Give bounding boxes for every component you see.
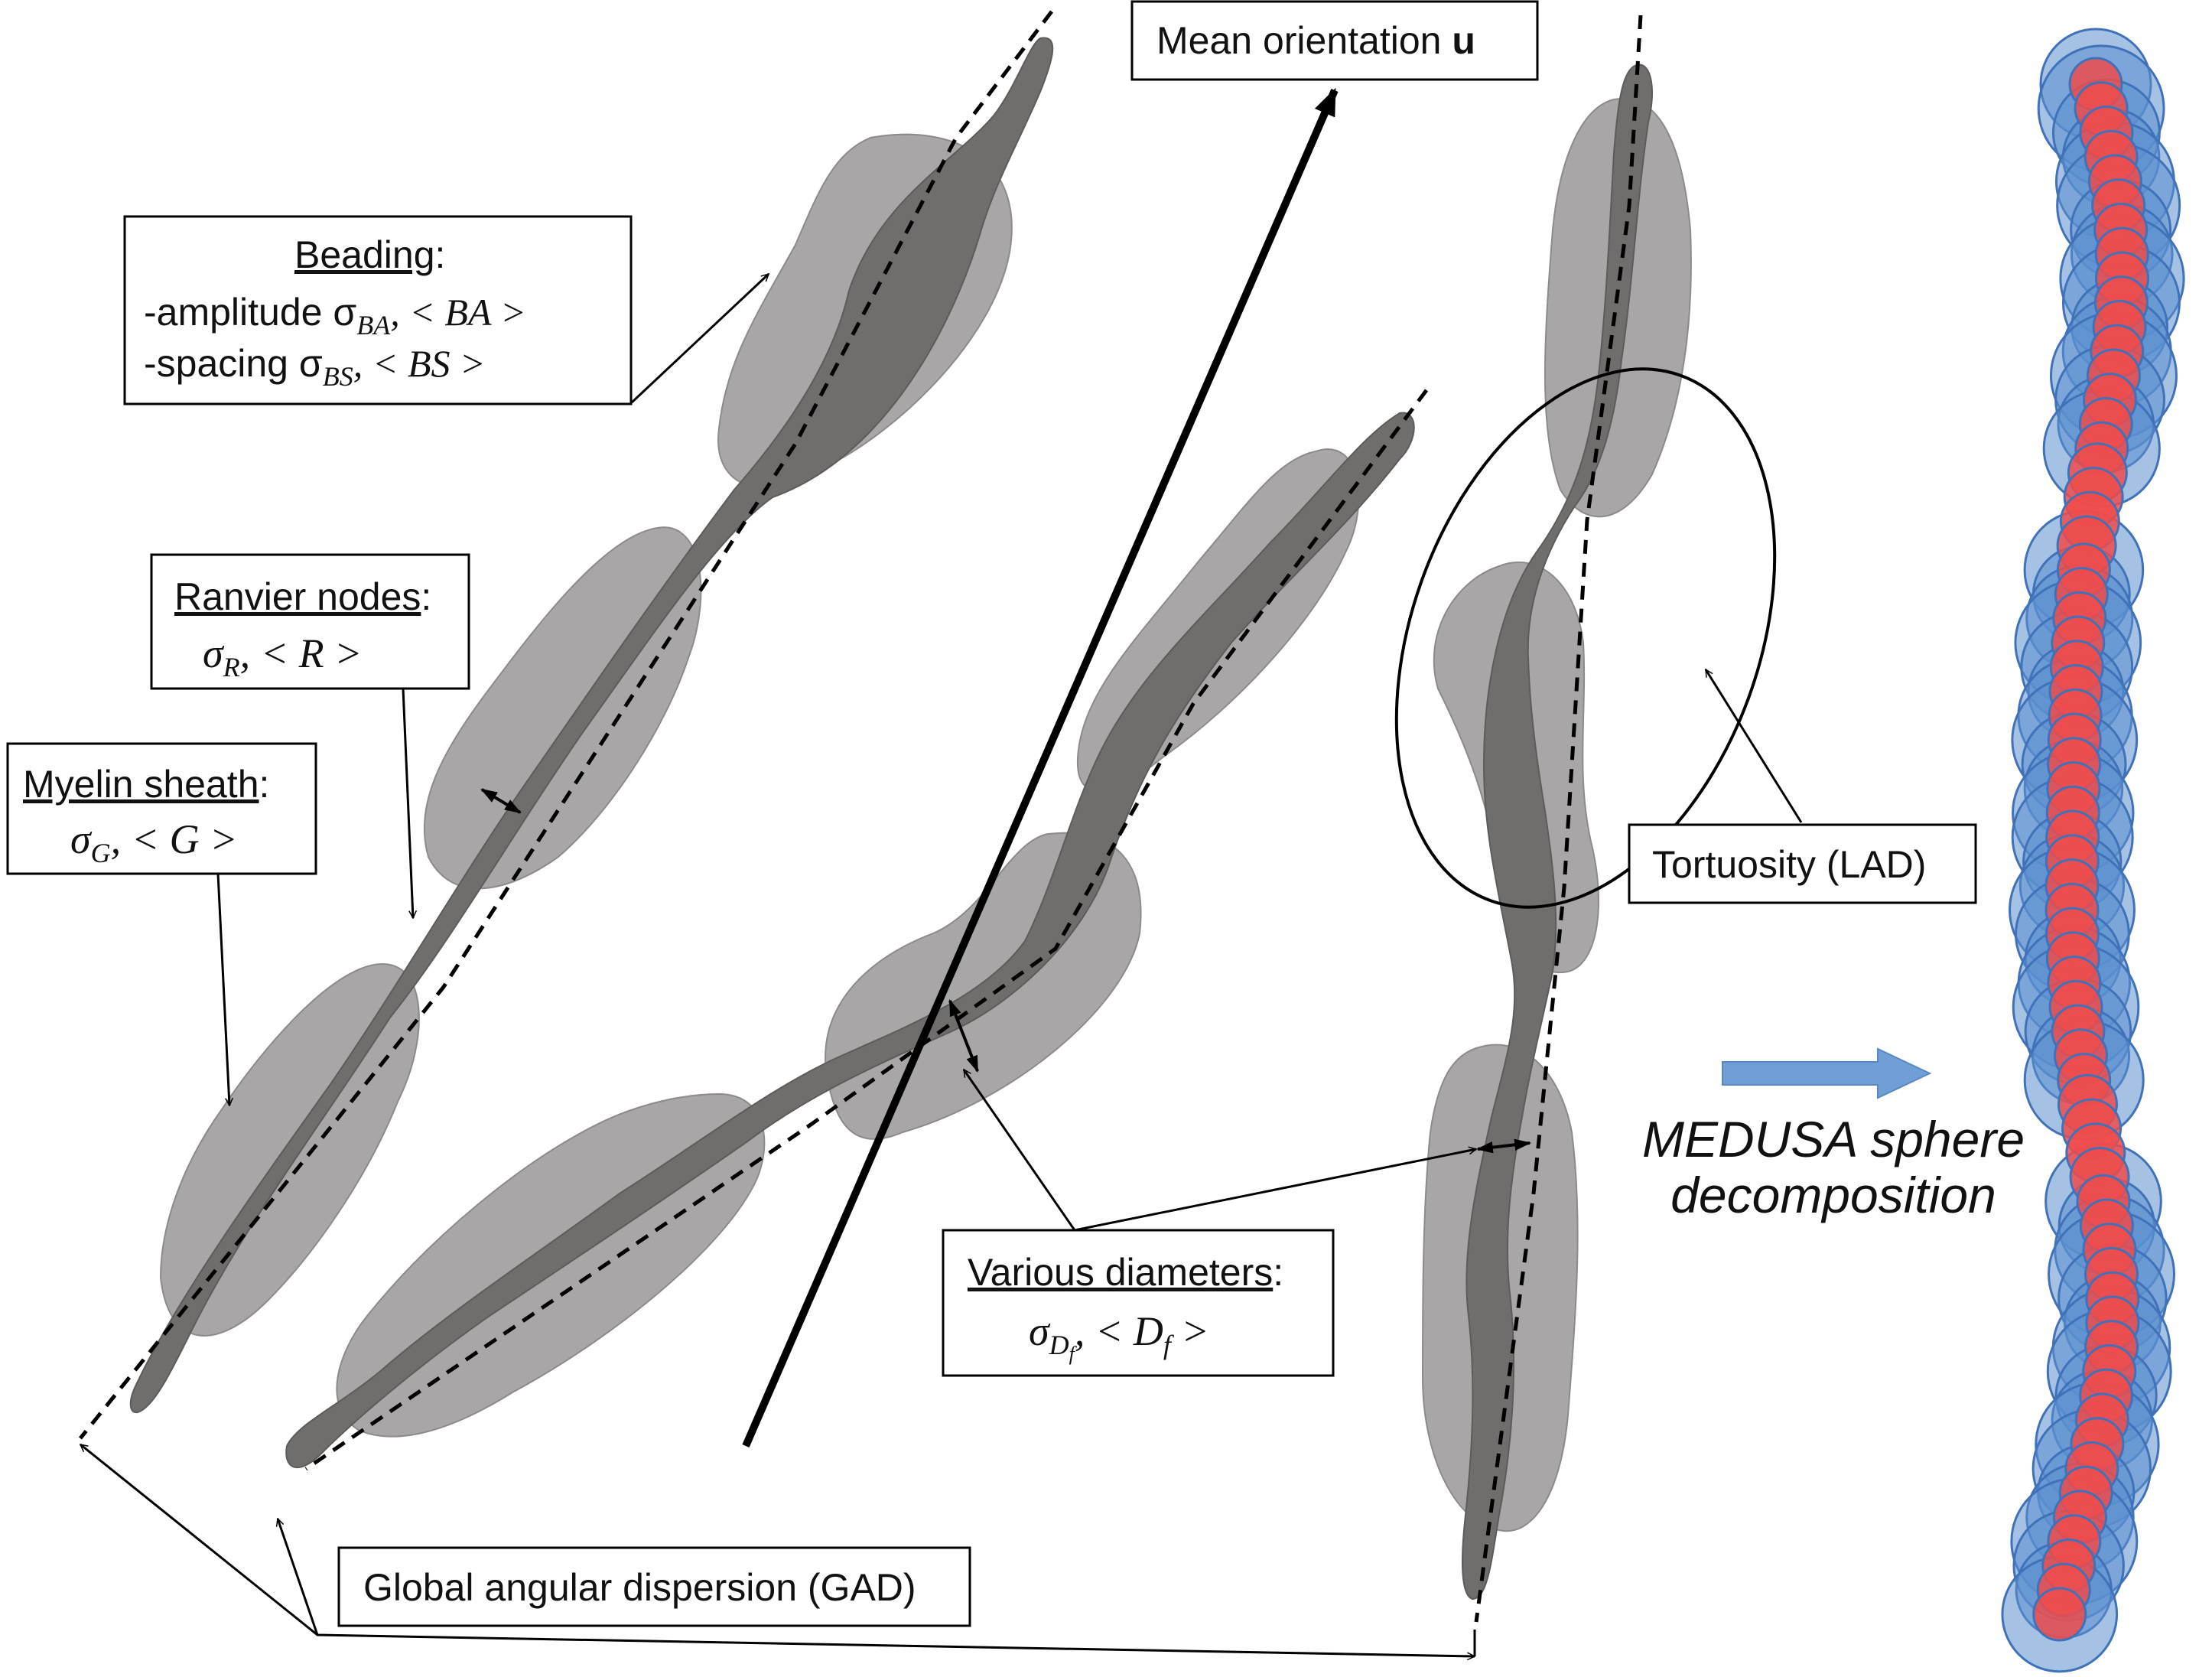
- mean-orientation-box: Mean orientation u: [1130, 0, 1539, 81]
- svg-text:Beading:: Beading:: [294, 233, 445, 276]
- medusa-sphere-column: [2001, 28, 2185, 1673]
- beading-spacing-sub: BS: [323, 361, 353, 392]
- svg-text:σR, < R >: σR, < R >: [203, 630, 363, 682]
- medusa-line-2: decomposition: [1670, 1167, 1996, 1223]
- ranvier-sub: R: [223, 652, 240, 682]
- beading-spacing-label: -spacing σ: [144, 342, 323, 385]
- tortuosity-leader: [1704, 669, 1803, 823]
- diameters-mean: , < D: [1075, 1308, 1163, 1354]
- medusa-section: MEDUSA sphere decomposition: [1642, 1047, 2025, 1223]
- axon-core-3: [1462, 63, 1653, 1600]
- mean-orientation-symbol: u: [1452, 19, 1475, 62]
- gad-label: Global angular dispersion (GAD): [363, 1566, 916, 1609]
- ranvier-box: Ranvier nodes: σR, < R >: [150, 553, 470, 690]
- svg-text:σG, < G >: σG, < G >: [70, 816, 238, 868]
- myelin-leader: [216, 873, 229, 1106]
- svg-text:-spacing σBS, < BS >: -spacing σBS, < BS >: [144, 342, 486, 392]
- svg-text:Various diameters:: Various diameters:: [968, 1251, 1283, 1294]
- axon-2: [285, 389, 1429, 1471]
- beading-leader: [630, 274, 769, 404]
- axon-centerline-1: [79, 10, 1053, 1440]
- axon-1: [79, 10, 1054, 1440]
- tortuosity-ellipse: [1394, 367, 1777, 909]
- beading-amplitude-label: -amplitude σ: [144, 291, 356, 334]
- tortuosity-label: Tortuosity (LAD): [1652, 843, 1926, 886]
- ranvier-title: Ranvier nodes: [174, 575, 421, 618]
- diameters-box: Various diameters: σDf, < Df >: [942, 1229, 1335, 1377]
- myelin-title: Myelin sheath: [23, 763, 259, 806]
- beading-spacing-mean: , < BS >: [353, 342, 486, 385]
- ranvier-leader: [402, 688, 413, 918]
- myelin-thickness-arrow: [480, 788, 522, 814]
- axon-centerline-2: [304, 389, 1429, 1471]
- diameter-arrow-2: [948, 998, 979, 1073]
- diameter-arrow-3: [1475, 1138, 1532, 1154]
- axon-sphere: [2032, 1587, 2087, 1642]
- svg-text:Ranvier nodes:: Ranvier nodes:: [174, 575, 431, 618]
- axon-centerline-3: [1474, 15, 1643, 1623]
- gad-leader-2: [278, 1519, 319, 1636]
- tortuosity-box: Tortuosity (LAD): [1628, 823, 1977, 904]
- medusa-line-1: MEDUSA sphere: [1642, 1111, 2025, 1167]
- axon-3: [1421, 15, 1692, 1623]
- svg-text:σDf, < Df >: σDf, < Df >: [1029, 1308, 1209, 1365]
- svg-text:-amplitude σBA, < BA >: -amplitude σBA, < BA >: [144, 291, 526, 340]
- mean-orientation-arrow: [742, 87, 1339, 1447]
- svg-text:Mean orientation u: Mean orientation u: [1156, 19, 1475, 62]
- myelin-sub: G: [91, 838, 111, 868]
- diameters-leader: [962, 1070, 1476, 1232]
- myelin-box: Myelin sheath: σG, < G >: [6, 742, 317, 875]
- gad-box: Global angular dispersion (GAD): [337, 1546, 971, 1627]
- svg-text:Myelin sheath:: Myelin sheath:: [23, 763, 269, 806]
- beading-amplitude-mean: , < BA >: [390, 291, 526, 334]
- ranvier-mean: , < R >: [240, 630, 363, 676]
- myelin-mean: , < G >: [111, 816, 238, 862]
- axon-core-1: [129, 37, 1054, 1414]
- beading-title: Beading: [294, 233, 435, 276]
- beading-amplitude-sub: BA: [356, 310, 391, 340]
- mean-orientation-label: Mean orientation: [1156, 19, 1441, 62]
- beading-box: Beading: -amplitude σBA, < BA > -spacing…: [123, 215, 633, 405]
- diameters-title: Various diameters: [968, 1251, 1273, 1294]
- medusa-arrow: [1722, 1047, 1932, 1099]
